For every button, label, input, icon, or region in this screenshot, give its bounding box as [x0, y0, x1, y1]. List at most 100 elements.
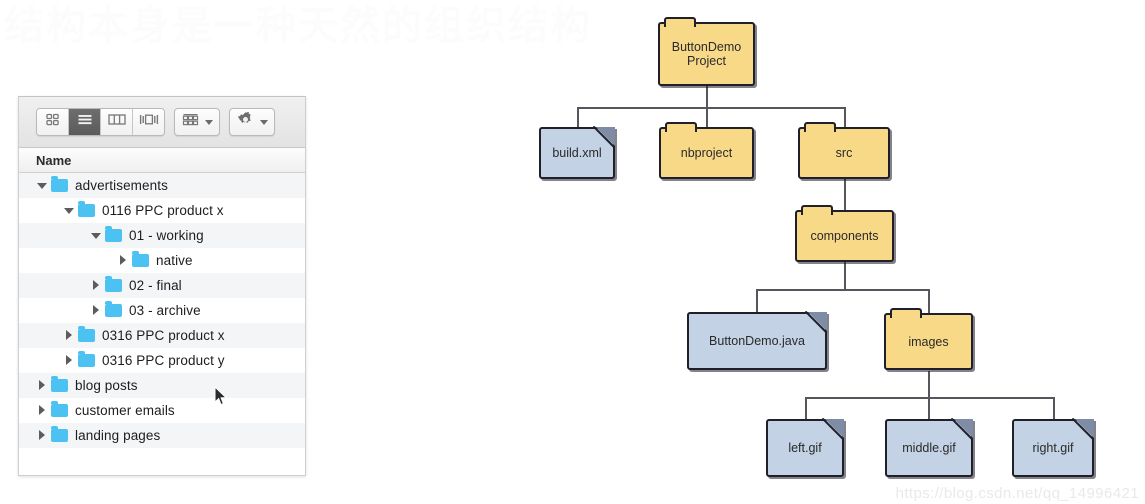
node-label: ButtonDemo [671, 40, 742, 54]
folder-icon [51, 426, 68, 442]
disclosure-triangle-closed-icon[interactable] [36, 404, 49, 417]
node-nbproject[interactable]: nbproject [659, 122, 754, 179]
list-view-button[interactable] [69, 109, 101, 135]
tree-row-label: advertisements [75, 178, 168, 193]
disclosure-triangle-open-icon[interactable] [90, 229, 103, 242]
tree-row-label: 0316 PPC product x [102, 328, 225, 343]
folder-tab [801, 205, 833, 215]
folder-tab [665, 122, 697, 132]
gear-icon [237, 111, 254, 133]
tree-row-label: landing pages [75, 428, 161, 443]
tree-row[interactable]: 03 - archive [19, 298, 305, 323]
node-left-gif[interactable]: left.gif [766, 419, 844, 477]
tree-row-label: 02 - final [129, 278, 182, 293]
page-fold-icon [825, 419, 844, 438]
tree-row[interactable]: 0316 PPC product x [19, 323, 305, 348]
connector [706, 86, 708, 108]
node-label: build.xml [552, 146, 602, 160]
finder-window: Name advertisements 0116 PPC product x 01 … [18, 96, 306, 476]
list-icon [77, 113, 93, 132]
connector [1053, 397, 1055, 419]
node-middle-gif[interactable]: middle.gif [885, 419, 973, 477]
node-label: images [908, 334, 949, 349]
column-view-button[interactable] [101, 109, 133, 135]
disclosure-triangle-closed-icon[interactable] [117, 254, 130, 267]
icon-view-button[interactable] [37, 109, 69, 135]
arrange-by-button[interactable] [174, 108, 220, 136]
folder-icon [51, 176, 68, 192]
tree-row[interactable]: blog posts [19, 373, 305, 398]
mouse-cursor [214, 386, 228, 406]
disclosure-triangle-open-icon[interactable] [63, 204, 76, 217]
node-label: ButtonDemo.java [709, 334, 805, 348]
folder-icon [51, 401, 68, 417]
tree-row-label: 01 - working [129, 228, 204, 243]
disclosure-triangle-open-icon[interactable] [36, 179, 49, 192]
node-src[interactable]: src [798, 122, 890, 179]
connector [756, 289, 929, 291]
node-label: components [810, 229, 879, 243]
page-fold-edge [951, 418, 974, 441]
page-fold-edge [1072, 418, 1095, 441]
disclosure-triangle-closed-icon[interactable] [90, 304, 103, 317]
node-right-gif[interactable]: right.gif [1012, 419, 1094, 477]
folder-icon [105, 301, 122, 317]
node-build-xml[interactable]: build.xml [539, 127, 615, 179]
finder-toolbar [19, 97, 305, 148]
file-tree-list: advertisements 0116 PPC product x 01 - wor… [19, 173, 305, 448]
tree-row-label: 0116 PPC product x [102, 203, 224, 218]
page-fold-icon [808, 312, 827, 331]
tree-row[interactable]: 01 - working [19, 223, 305, 248]
connector [577, 107, 845, 109]
folder-icon [78, 326, 95, 342]
connector [756, 289, 758, 313]
connector [844, 178, 846, 212]
page-fold-icon [1075, 419, 1094, 438]
coverflow-icon [139, 113, 159, 131]
chevron-down-icon [205, 119, 213, 125]
disclosure-triangle-closed-icon[interactable] [63, 329, 76, 342]
node-label: middle.gif [902, 441, 956, 455]
folder-tab [804, 122, 836, 132]
gallery-view-button[interactable] [133, 109, 164, 135]
folder-icon [105, 276, 122, 292]
tree-row[interactable]: 0316 PPC product y [19, 348, 305, 373]
disclosure-triangle-closed-icon[interactable] [90, 279, 103, 292]
tree-row[interactable]: 0116 PPC product x [19, 198, 305, 223]
node-images[interactable]: images [884, 308, 973, 370]
connector [577, 107, 579, 127]
node-components[interactable]: components [795, 205, 894, 262]
disclosure-triangle-closed-icon[interactable] [36, 429, 49, 442]
connector [928, 289, 930, 313]
node-label: nbproject [680, 146, 733, 160]
node-buttondemo-java[interactable]: ButtonDemo.java [687, 312, 827, 370]
arrange-icon [182, 113, 199, 132]
tree-row-label: 0316 PPC product y [102, 353, 225, 368]
tree-row[interactable]: 02 - final [19, 273, 305, 298]
node-label: left.gif [788, 441, 822, 455]
disclosure-triangle-closed-icon[interactable] [36, 379, 49, 392]
folder-tab [664, 17, 696, 27]
page-fold-edge [822, 418, 845, 441]
folder-icon [78, 201, 95, 217]
node-label: src [835, 146, 853, 160]
view-mode-segmented-control[interactable] [36, 108, 165, 136]
tree-row[interactable]: landing pages [19, 423, 305, 448]
disclosure-triangle-closed-icon[interactable] [63, 354, 76, 367]
column-header-name[interactable]: Name [19, 148, 305, 173]
connector [805, 397, 1053, 399]
connector [928, 371, 930, 397]
connector [805, 397, 807, 419]
node-buttondemo-project[interactable]: ButtonDemo Project [658, 17, 755, 86]
tree-row[interactable]: native [19, 248, 305, 273]
tree-row[interactable]: customer emails [19, 398, 305, 423]
folder-icon [78, 351, 95, 367]
folder-icon [105, 226, 122, 242]
tree-row-label: customer emails [75, 403, 175, 418]
page-fold-icon [954, 419, 973, 438]
node-label: Project [687, 54, 726, 68]
page-fold-edge [593, 126, 616, 149]
tree-row[interactable]: advertisements [19, 173, 305, 198]
folder-tab [890, 308, 922, 318]
action-menu-button[interactable] [229, 108, 275, 136]
